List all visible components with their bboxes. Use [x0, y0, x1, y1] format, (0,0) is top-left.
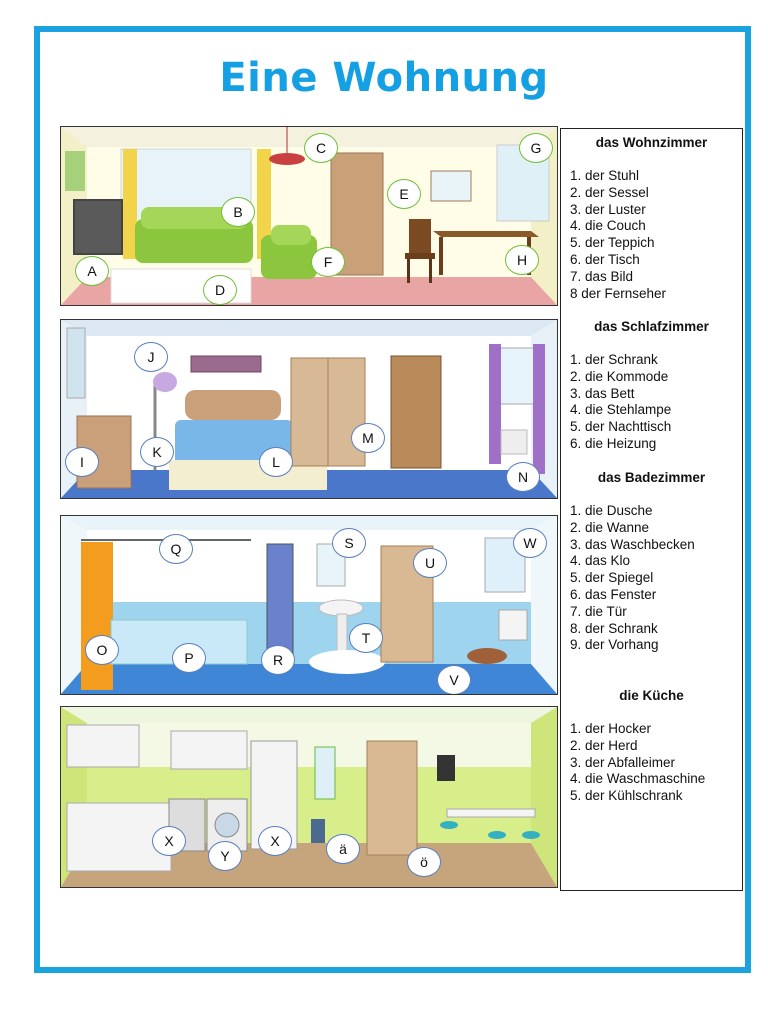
label-c: C — [304, 133, 338, 163]
label-d: D — [203, 275, 237, 305]
label-n: N — [506, 462, 540, 492]
legend-item: 5. der Nachttisch — [570, 419, 672, 435]
label-w: W — [513, 528, 547, 558]
bathroom-drawing — [61, 516, 557, 694]
kitchen-illustration: X Y X ä ö — [60, 706, 558, 888]
label-b: B — [221, 197, 255, 227]
label-r: R — [261, 645, 295, 675]
label-e: E — [387, 179, 421, 209]
legend-item: 1. der Stuhl — [570, 168, 640, 183]
label-t: T — [349, 623, 383, 653]
legend-item: 3. der Luster — [570, 201, 646, 217]
legend-item: 9. der Vorhang — [570, 637, 659, 653]
legend-heading: die Küche — [619, 688, 684, 703]
legend-item: 7. die Tür — [570, 603, 627, 619]
legend-section-badezimmer: das Badezimmer 1. die Dusche 2. die Wann… — [561, 470, 742, 654]
bedroom-illustration: I J K L M N — [60, 319, 558, 499]
kitchen-drawing — [61, 707, 557, 887]
label-h: H — [505, 245, 539, 275]
legend-item: 5. der Spiegel — [570, 570, 654, 586]
label-m: M — [351, 423, 385, 453]
legend-item: 2. die Wanne — [570, 519, 650, 535]
living-room-illustration: A B C D E F G H — [60, 126, 558, 306]
label-x-2: X — [258, 826, 292, 856]
legend-item: 6. die Heizung — [570, 435, 657, 451]
legend-item: 3. das Bett — [570, 385, 635, 401]
legend-item: 2. die Kommode — [570, 368, 669, 384]
legend-item: 8. der Schrank — [570, 620, 658, 636]
label-i: I — [65, 447, 99, 477]
legend-item: 5. der Teppich — [570, 235, 655, 251]
label-p: P — [172, 643, 206, 673]
label-y: Y — [208, 841, 242, 871]
label-k: K — [140, 437, 174, 467]
legend-item: 2. der Sessel — [570, 184, 649, 200]
label-f: F — [311, 247, 345, 277]
label-l: L — [259, 447, 293, 477]
legend-heading: das Wohnzimmer — [595, 135, 708, 150]
legend-item: 4. die Waschmaschine — [570, 771, 706, 787]
label-a: A — [75, 256, 109, 286]
vocabulary-legend: das Wohnzimmer 1. der Stuhl 2. der Sesse… — [560, 128, 743, 891]
legend-item: 3. der Abfalleimer — [570, 754, 676, 770]
legend-item: 4. die Stehlampe — [570, 402, 672, 418]
legend-item: 4. das Klo — [570, 553, 631, 569]
legend-section-wohnzimmer: das Wohnzimmer 1. der Stuhl 2. der Sesse… — [561, 135, 742, 302]
label-s: S — [332, 528, 366, 558]
legend-item: 6. das Fenster — [570, 586, 657, 602]
label-j: J — [134, 342, 168, 372]
legend-item: 8 der Fernseher — [570, 285, 667, 301]
legend-heading: das Badezimmer — [597, 470, 706, 485]
label-v: V — [437, 665, 471, 694]
label-g: G — [519, 133, 553, 163]
living-room-drawing — [61, 127, 557, 305]
legend-item: 1. der Schrank — [570, 352, 658, 367]
legend-item: 3. das Waschbecken — [570, 536, 695, 552]
legend-item: 7. das Bild — [570, 268, 634, 284]
legend-section-kueche: die Küche 1. der Hocker 2. der Herd 3. d… — [561, 688, 742, 805]
legend-item: 2. der Herd — [570, 737, 638, 753]
page-title: Eine Wohnung — [219, 55, 549, 101]
legend-section-schlafzimmer: das Schlafzimmer 1. der Schrank 2. die K… — [561, 319, 742, 453]
label-ae: ä — [326, 834, 360, 864]
label-u: U — [413, 548, 447, 578]
label-o: O — [85, 635, 119, 665]
bedroom-drawing — [61, 320, 557, 498]
legend-item: 4. die Couch — [570, 218, 646, 234]
legend-item: 5. der Kühlschrank — [570, 788, 683, 804]
bathroom-illustration: O P Q R S T U V W — [60, 515, 558, 695]
label-oe: ö — [407, 847, 441, 877]
legend-item: 6. der Tisch — [570, 251, 640, 267]
label-q: Q — [159, 534, 193, 564]
legend-item: 1. die Dusche — [570, 503, 653, 518]
legend-heading: das Schlafzimmer — [594, 319, 709, 334]
label-x-1: X — [152, 826, 186, 856]
page-frame — [34, 26, 751, 973]
legend-item: 1. der Hocker — [570, 721, 652, 736]
